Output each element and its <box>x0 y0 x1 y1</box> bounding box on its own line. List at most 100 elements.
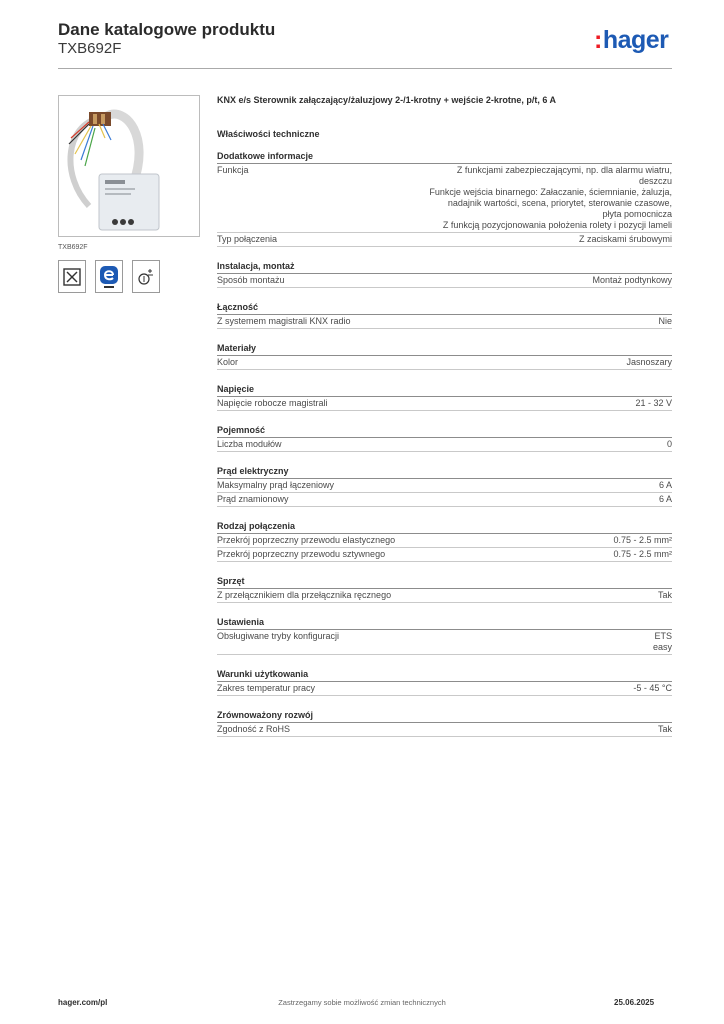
spec-label: Przekrój poprzeczny przewodu sztywnego <box>217 549 386 559</box>
spec-value: 0 <box>667 439 672 450</box>
spec-value: Z funkcjami zabezpieczającymi, np. dla a… <box>429 165 672 231</box>
spec-value: Z zaciskami śrubowymi <box>579 234 672 245</box>
spec-group-heading: Pojemność <box>217 425 672 438</box>
knx-easy-e-icon <box>95 260 123 293</box>
product-photo-icon <box>67 109 160 231</box>
spec-value: 0.75 - 2.5 mm² <box>613 549 672 560</box>
spec-row: Sposób montażu Montaż podtynkowy <box>217 274 672 288</box>
spec-group-heading: Łączność <box>217 302 672 315</box>
footer-notice: Zastrzegamy sobie możliwość zmian techni… <box>278 998 446 1007</box>
logo-colon-mark: : <box>594 26 602 54</box>
group-spacer <box>217 452 672 466</box>
spec-label: Zgodność z RoHS <box>217 724 291 734</box>
group-spacer <box>217 562 672 576</box>
footer-website[interactable]: hager.com/pl <box>58 998 108 1007</box>
spec-value-line: Funkcje wejścia binarnego: Załaczanie, ś… <box>429 187 672 197</box>
spec-label: Maksymalny prąd łączeniowy <box>217 480 335 490</box>
group-spacer <box>217 329 672 343</box>
spec-value-line: Z funkcją pozycjonowania położenia rolet… <box>442 220 672 230</box>
spec-value: 6 A <box>659 480 672 491</box>
spec-value: Tak <box>658 590 672 601</box>
spec-label: Funkcja <box>217 165 249 175</box>
spec-row: Funkcja Z funkcjami zabezpieczającymi, np… <box>217 164 672 233</box>
spec-row: Typ połączenia Z zaciskami śrubowymi <box>217 233 672 247</box>
spec-row: Liczba modułów 0 <box>217 438 672 452</box>
product-code: TXB692F <box>58 40 122 57</box>
spec-label: Kolor <box>217 357 239 367</box>
spec-value-line: 6 A <box>658 494 672 504</box>
spec-value-line: 0.75 - 2.5 mm² <box>613 535 672 545</box>
spec-group-heading: Materiały <box>217 343 672 356</box>
spec-value-line: płyta pomocnicza <box>602 209 672 219</box>
spec-row: Przekrój poprzeczny przewodu sztywnego 0.… <box>217 548 672 562</box>
no-diy-tool-icon <box>58 260 86 293</box>
spec-row: Napięcie robocze magistrali 21 - 32 V <box>217 397 672 411</box>
spec-row: Kolor Jasnoszary <box>217 356 672 370</box>
group-spacer <box>217 655 672 669</box>
spec-label: Przekrój poprzeczny przewodu elastyczneg… <box>217 535 396 545</box>
spec-group-heading: Instalacja, montaż <box>217 261 672 274</box>
spec-group-heading: Sprzęt <box>217 576 672 589</box>
product-image-label: TXB692F <box>58 244 88 251</box>
certification-icons <box>58 260 160 293</box>
spec-label: Z systemem magistrali KNX radio <box>217 316 351 326</box>
spec-value-line: nadajnik wartości, scena, priorytet, ste… <box>447 198 672 208</box>
spec-value-line: -5 - 45 °C <box>633 683 672 693</box>
spec-value: Nie <box>658 316 672 327</box>
spec-value: Montaż podtynkowy <box>592 275 672 286</box>
spec-row: Prąd znamionowy 6 A <box>217 493 672 507</box>
spec-value-line: Jasnoszary <box>626 357 672 367</box>
product-image <box>58 95 200 237</box>
spec-value: Tak <box>658 724 672 735</box>
group-spacer <box>217 507 672 521</box>
spec-value-line: 21 - 32 V <box>635 398 672 408</box>
group-spacer <box>217 603 672 617</box>
spec-value-line: easy <box>652 642 672 652</box>
spec-value-line: ETS <box>654 631 672 641</box>
spec-row: Z systemem magistrali KNX radio Nie <box>217 315 672 329</box>
spec-value-line: Z zaciskami śrubowymi <box>578 234 672 244</box>
spec-group-heading: Prąd elektryczny <box>217 466 672 479</box>
spec-group-heading: Napięcie <box>217 384 672 397</box>
spec-group-heading: Rodzaj połączenia <box>217 521 672 534</box>
spec-value-line: 0.75 - 2.5 mm² <box>613 549 672 559</box>
spec-value: 0.75 - 2.5 mm² <box>613 535 672 546</box>
spec-value-line: 0 <box>666 439 672 449</box>
hager-logo: :hager <box>594 26 669 54</box>
spec-group-heading: Warunki użytkowania <box>217 669 672 682</box>
spec-value-line: 6 A <box>658 480 672 490</box>
spec-row: Z przełącznikiem dla przełącznika ręczne… <box>217 589 672 603</box>
spec-row: Przekrój poprzeczny przewodu elastyczneg… <box>217 534 672 548</box>
spec-label: Napięcie robocze magistrali <box>217 398 328 408</box>
spec-value: 6 A <box>659 494 672 505</box>
footer-date: 25.06.2025 <box>614 998 655 1007</box>
spec-label: Z przełącznikiem dla przełącznika ręczne… <box>217 590 392 600</box>
specification-panel: KNX e/s Sterownik załączający/żaluzjowy … <box>217 95 672 737</box>
spec-label: Liczba modułów <box>217 439 282 449</box>
header-divider <box>58 68 672 69</box>
recycle-plug-icon <box>132 260 160 293</box>
spec-row: Maksymalny prąd łączeniowy 6 A <box>217 479 672 493</box>
spec-value-line: Nie <box>658 316 672 326</box>
spec-label: Typ połączenia <box>217 234 278 244</box>
spec-label: Obsługiwane tryby konfiguracji <box>217 631 340 641</box>
spec-value: -5 - 45 °C <box>633 683 672 694</box>
group-spacer <box>217 411 672 425</box>
spec-group-heading: Ustawienia <box>217 617 672 630</box>
spec-label: Sposób montażu <box>217 275 285 285</box>
spec-value: Jasnoszary <box>626 357 672 368</box>
spec-value: 21 - 32 V <box>635 398 672 409</box>
group-spacer <box>217 247 672 261</box>
spec-label: Prąd znamionowy <box>217 494 289 504</box>
spec-group-heading: Dodatkowe informacje <box>217 151 672 164</box>
group-spacer <box>217 288 672 302</box>
spec-row: Zgodność z RoHS Tak <box>217 723 672 737</box>
technical-properties-heading: Właściwości techniczne <box>217 129 320 139</box>
spec-value-line: Tak <box>657 724 672 734</box>
spec-value-line: Tak <box>657 590 672 600</box>
product-description: KNX e/s Sterownik załączający/żaluzjowy … <box>217 95 557 105</box>
spec-label: Zakres temperatur pracy <box>217 683 316 693</box>
